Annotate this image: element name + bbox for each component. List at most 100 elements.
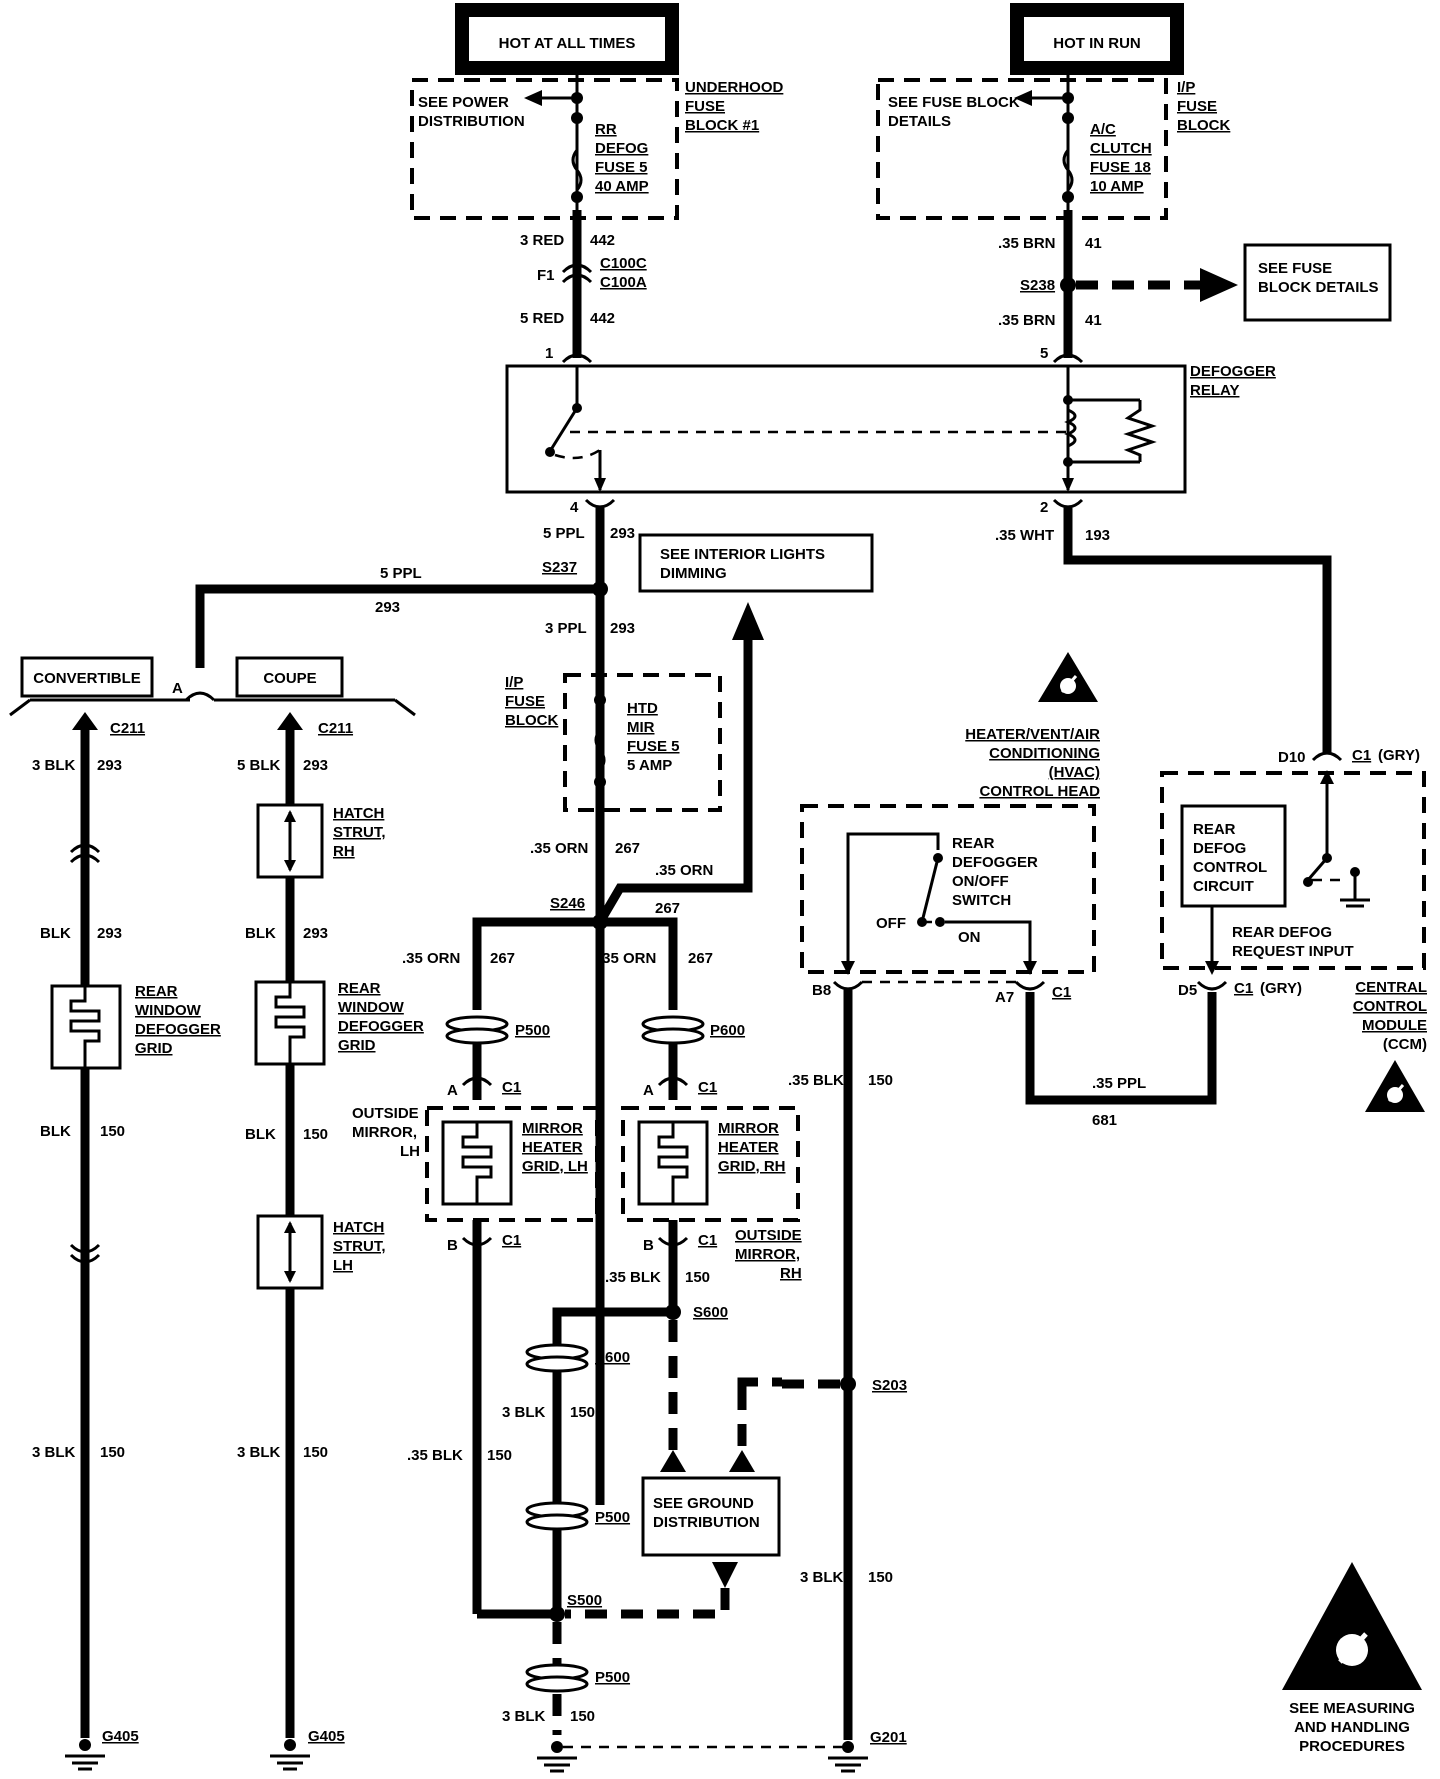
see-power-line2: DISTRIBUTION [418, 113, 525, 130]
coupe-c211-arrow [277, 712, 303, 730]
wire-681-label: 681 [1092, 1112, 1117, 1129]
hvac-off-label: OFF [876, 915, 906, 932]
ccm-req-line2: REQUEST INPUT [1232, 943, 1354, 960]
wire-193-label: 193 [1085, 527, 1110, 544]
c1-la-label: C1 [502, 1079, 521, 1096]
ccm-req-line1: REAR DEFOG [1232, 924, 1332, 941]
split-line-right-tail [394, 698, 416, 717]
s500-dash [565, 1588, 730, 1619]
pin-a7-label: A7 [995, 989, 1014, 1006]
ground-s500-symbol [537, 1756, 577, 1773]
ccm-d5-arrow [1205, 961, 1219, 975]
mirror-heater-lh-element [461, 1122, 493, 1204]
outside-rh-line3: RH [780, 1265, 802, 1282]
underhood-fuse-block [410, 78, 679, 220]
p500b-label: P500 [595, 1509, 630, 1526]
wire-267-right [600, 917, 678, 1010]
wire-35orn-l-label: .35 ORN [402, 950, 460, 967]
wire-35ppl-b-label: .35 PPL [1092, 1075, 1146, 1092]
heater-rh-line2: HEATER [718, 1139, 779, 1156]
rr-defog-fuse-line1: RR [595, 121, 617, 138]
g405-b-node [284, 1739, 296, 1751]
wire-35orn-up-label: .35 ORN [655, 862, 713, 879]
wire-150-m2-label: 150 [868, 1569, 893, 1586]
ccm-d10-arrow [1320, 770, 1334, 784]
conv-grid-line3: DEFOGGER [135, 1021, 221, 1038]
wire-3blk-m-label: 3 BLK [800, 1569, 844, 1586]
see-interior-line2: DIMMING [660, 565, 727, 582]
coupe-3blk-h-label: 3 BLK [237, 1444, 281, 1461]
heater-lh-line2: HEATER [522, 1139, 583, 1156]
s238-label: S238 [1020, 277, 1055, 294]
wire-5ppl-h-label: 5 PPL [380, 565, 422, 582]
relay-resistor [1123, 400, 1157, 462]
esd-icon-ccm [1365, 1060, 1425, 1112]
conv-grid-element [69, 986, 101, 1068]
conv-grid-line1: REAR [135, 983, 178, 1000]
outside-rh-line1: OUTSIDE [735, 1227, 802, 1244]
hatch-rh-line2: STRUT, [333, 824, 386, 841]
ip-fuse-top-name-line2: FUSE [1177, 98, 1217, 115]
htd-ip-name-line1: I/P [505, 674, 523, 691]
wire-35blk-l-label: .35 BLK [407, 1447, 463, 1464]
wire-35brn-b-label: .35 BRN [998, 312, 1056, 329]
wire-35orn-r-label: .35 ORN [598, 950, 656, 967]
htd-mir-node-top [594, 694, 606, 706]
hot-in-run-label: HOT IN RUN [1053, 35, 1141, 52]
see-fuse-details-arrow [1200, 268, 1238, 302]
pin-d10-label: D10 [1278, 749, 1306, 766]
wire-5ppl-label: 5 PPL [543, 525, 585, 542]
ccm-circ-line3: CONTROL [1193, 859, 1267, 876]
ground-line1: SEE GROUND [653, 1495, 754, 1512]
hvac-line4: CONTROL HEAD [979, 783, 1100, 800]
wire-442b-label: 442 [590, 310, 615, 327]
p500-connector-c [525, 1663, 589, 1693]
htd-mir-fuse-line3: FUSE 5 [627, 738, 680, 755]
hvac-sw-line1: REAR [952, 835, 995, 852]
outside-lh-line2: MIRROR, [352, 1124, 417, 1141]
hvac-a7-arrow [1023, 961, 1037, 975]
see-fuse-block-line1: SEE FUSE BLOCK [888, 94, 1020, 111]
c100-connector-top [561, 263, 593, 274]
ground-s500-node [551, 1741, 563, 1753]
split-a-label: A [172, 680, 183, 697]
hvac-sw-line3: ON/OFF [952, 873, 1009, 890]
hvac-b8-arrow [841, 961, 855, 975]
esd-line2: AND HANDLING [1294, 1719, 1410, 1736]
hvac-on-contact [935, 917, 945, 927]
ccm-circ-line2: DEFOG [1193, 840, 1246, 857]
outside-mirror-lh-box [425, 1106, 599, 1222]
c100a-label: C100A [600, 274, 647, 291]
relay-switch-travel [554, 448, 601, 460]
s246-label: S246 [550, 895, 585, 912]
fuse5-element [571, 149, 583, 191]
hot-at-all-times-box [455, 3, 679, 75]
conv-293-a-label: 293 [97, 757, 122, 774]
hvac-on-wire [945, 920, 1032, 965]
ac-clutch-fuse-line2: CLUTCH [1090, 140, 1152, 157]
ccm-name-line4: (CCM) [1383, 1036, 1427, 1053]
hatch-rh-line1: HATCH [333, 805, 384, 822]
c1-lh-a-connector [461, 1076, 493, 1087]
hvac-on-label: ON [958, 929, 981, 946]
convertible-c211-arrow [72, 712, 98, 730]
wire-35blk-m-label: .35 BLK [788, 1072, 844, 1089]
pin-a-left-label: A [447, 1082, 458, 1099]
relay-pin4-connector [584, 498, 616, 509]
hatch-strut-rh-arrow-down [284, 860, 296, 872]
wire-41a-label: 41 [1085, 235, 1102, 252]
s500-ground-arrow [712, 1562, 738, 1588]
wire-193 [1063, 508, 1332, 752]
ip-fuse-top-name-line1: I/P [1177, 79, 1195, 96]
wire-681 [1025, 992, 1217, 1105]
rr-defog-fuse-line3: FUSE 5 [595, 159, 648, 176]
htd-mir-fuse-block [563, 673, 722, 812]
g405-b-ground-symbol [270, 1754, 310, 1771]
coupe-293-d-label: 293 [303, 925, 328, 942]
htd-mir-node-bottom [594, 776, 606, 788]
ccm-circ-line4: CIRCUIT [1193, 878, 1254, 895]
ccm-box [1160, 771, 1426, 970]
c1-ra-label: C1 [698, 1079, 717, 1096]
wire-3red-label: 3 RED [520, 232, 564, 249]
wire-35wht-label: .35 WHT [995, 527, 1054, 544]
